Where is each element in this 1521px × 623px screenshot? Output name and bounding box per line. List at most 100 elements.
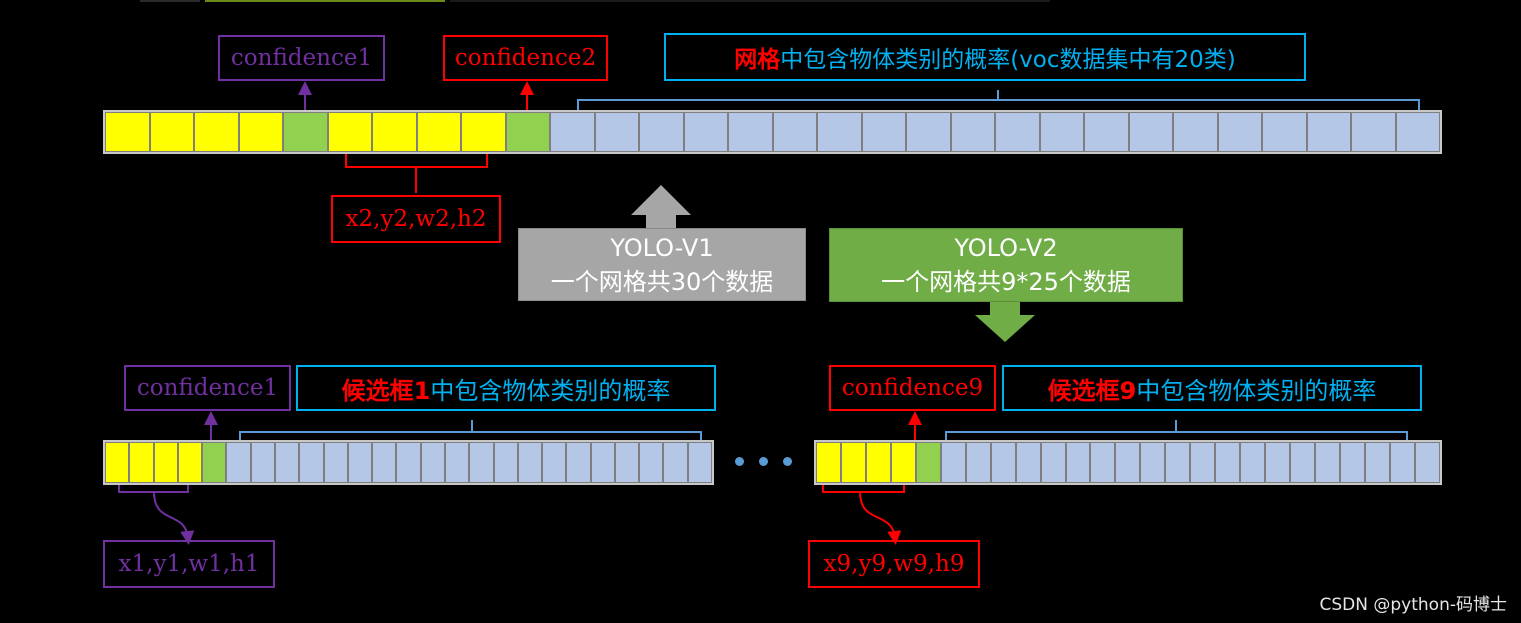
class-prob-cell — [614, 442, 640, 483]
coord-cell — [840, 442, 866, 483]
class-prob-cell — [965, 442, 991, 483]
coord-cell — [461, 112, 506, 152]
anchor9-highlight-text: 候选框9 — [1047, 376, 1137, 405]
class-prob-cell — [1389, 442, 1415, 483]
class-prob-cell — [1039, 112, 1084, 152]
coord-cell — [865, 442, 891, 483]
class-prob-cell — [420, 442, 445, 483]
class-prob-cell — [347, 442, 373, 483]
class-prob-cell — [990, 442, 1016, 483]
class-prob-cell — [542, 442, 567, 483]
class-prob-cell — [1065, 442, 1091, 483]
class-prob-cell — [1340, 442, 1365, 483]
coord-cell — [105, 112, 150, 152]
class-prob-cell — [323, 442, 348, 483]
class-prob-cell — [817, 112, 862, 152]
confidence-cell — [202, 442, 227, 483]
class-prob-cell — [663, 442, 688, 483]
class-prob-cell — [1115, 442, 1141, 483]
class-prob-cell — [639, 442, 664, 483]
grid-highlight-text: 网格 — [734, 47, 781, 73]
coords9-label: x9,y9,w9,h9 — [808, 540, 980, 588]
coord-cell — [238, 112, 283, 152]
class-prob-cell — [1240, 442, 1266, 483]
class-prob-cell — [1173, 112, 1218, 152]
anchor1-class-prob-text: 中包含物体类别的概率 — [430, 376, 671, 405]
class-prob-cell — [1217, 112, 1262, 152]
class-prob-cell — [590, 442, 615, 483]
class-prob-cell — [995, 112, 1040, 152]
class-prob-cell — [493, 442, 518, 483]
class-prob-cell — [687, 442, 713, 483]
class-prob-cell — [550, 112, 595, 152]
class-prob-cell — [469, 442, 494, 483]
coord-cell — [129, 442, 154, 483]
class-prob-cell — [861, 112, 906, 152]
class-prob-cell — [226, 442, 251, 483]
coord-cell — [890, 442, 916, 483]
anchor1-vector — [103, 440, 714, 485]
coord-cell — [177, 442, 203, 483]
class-prob-cell — [1128, 112, 1173, 152]
confidence-cell — [915, 442, 941, 483]
class-prob-cell — [639, 112, 684, 152]
class-prob-cell — [1395, 112, 1440, 152]
class-prob-cell — [940, 442, 966, 483]
class-prob-cell — [299, 442, 324, 483]
class-prob-cell — [950, 112, 995, 152]
yolo-v1-title: YOLO-V1 — [610, 233, 714, 262]
yolo-v1-up-arrow — [631, 185, 691, 228]
ellipsis-dots — [735, 455, 797, 469]
coord-cell — [153, 442, 178, 483]
class-prob-cell — [566, 442, 591, 483]
class-prob-cell — [444, 442, 470, 483]
class-prob-cell — [1364, 442, 1390, 483]
right-coords-curve — [859, 491, 902, 545]
watermark: CSDN @python-码博士 — [1319, 595, 1507, 615]
class-prob-cell — [372, 442, 397, 483]
coord-cell — [372, 112, 417, 152]
coord-cell — [105, 442, 130, 483]
class-prob-cell — [250, 442, 275, 483]
yolo-v2-box: YOLO-V2 一个网格共9*25个数据 — [829, 228, 1183, 302]
class-prob-cell — [1140, 442, 1166, 483]
class-prob-cell — [1414, 442, 1440, 483]
top-edge-line — [205, 0, 445, 2]
left-coords-curve — [153, 491, 195, 545]
class-prob-cell — [1190, 442, 1216, 483]
left-coords-brace — [118, 484, 189, 493]
class-prob-cell — [1351, 112, 1396, 152]
yolo-v2-down-arrow — [975, 302, 1035, 342]
coord-cell — [194, 112, 239, 152]
yolo-v1-box: YOLO-V1 一个网格共30个数据 — [518, 228, 806, 301]
class-prob-cell — [1290, 442, 1316, 483]
left-class-prob-brace — [239, 420, 702, 440]
class-prob-cell — [594, 112, 639, 152]
coords2-brace — [345, 152, 488, 193]
coord-cell — [327, 112, 372, 152]
right-confidence-label: confidence9 — [829, 365, 996, 411]
top-edge-line — [140, 0, 200, 2]
class-prob-cell — [517, 442, 543, 483]
class-prob-cell — [1015, 442, 1041, 483]
coord-cell — [416, 112, 461, 152]
class-prob-brace — [577, 90, 1420, 110]
coords2-label: x2,y2,w2,h2 — [331, 195, 501, 243]
class-prob-cell — [396, 442, 421, 483]
yolo-v1-desc: 一个网格共30个数据 — [550, 267, 774, 296]
anchor9-vector — [814, 440, 1442, 485]
class-prob-cell — [1265, 442, 1291, 483]
top-confidence2-label: confidence2 — [443, 35, 608, 81]
class-prob-cell — [1090, 442, 1116, 483]
coord-cell — [149, 112, 194, 152]
top-confidence1-label: confidence1 — [218, 35, 385, 81]
top-edge-line — [450, 0, 1050, 2]
yolo-v1-grid-vector — [103, 110, 1442, 154]
left-confidence-label: confidence1 — [124, 365, 291, 411]
anchor1-highlight-text: 候选框1 — [341, 376, 431, 405]
class-prob-cell — [1306, 112, 1351, 152]
yolo-v2-title: YOLO-V2 — [954, 234, 1058, 262]
class-prob-cell — [772, 112, 817, 152]
